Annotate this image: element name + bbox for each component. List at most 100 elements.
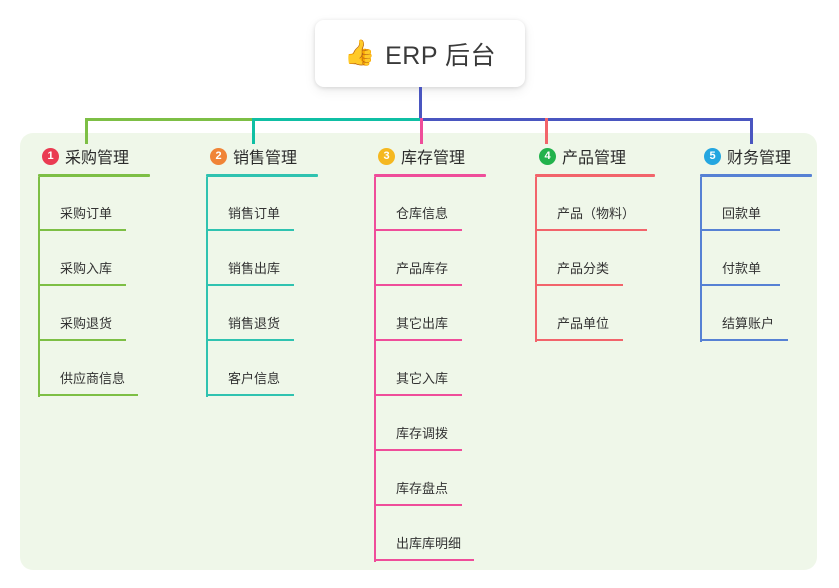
branch-number-badge: 4 bbox=[539, 147, 556, 165]
branch-underline bbox=[38, 174, 150, 177]
branch-item[interactable]: 销售出库 bbox=[206, 232, 318, 287]
branch-item-underline bbox=[374, 559, 474, 561]
branch-column-inventory: 3 库存管理仓库信息产品库存其它出库其它入库库存调拨库存盘点出库库明细 bbox=[374, 144, 486, 562]
branch-item[interactable]: 产品库存 bbox=[374, 232, 486, 287]
branch-item-underline bbox=[374, 504, 462, 506]
branch-item-label: 销售出库 bbox=[228, 261, 281, 276]
branch-item-underline bbox=[206, 394, 294, 396]
branch-items-sales: 销售订单销售出库销售退货客户信息 bbox=[206, 177, 318, 397]
branch-underline bbox=[374, 174, 486, 177]
drop-purchase bbox=[85, 118, 88, 144]
branch-item-label: 出库库明细 bbox=[396, 536, 462, 551]
drop-sales bbox=[252, 118, 255, 144]
branch-item[interactable]: 其它入库 bbox=[374, 342, 486, 397]
bus-blue bbox=[420, 118, 752, 121]
branch-item-underline bbox=[206, 284, 294, 286]
branch-item-underline bbox=[700, 339, 788, 341]
branch-item-underline bbox=[374, 339, 462, 341]
branch-item-underline bbox=[535, 229, 647, 231]
branch-item-label: 销售订单 bbox=[228, 206, 281, 221]
branch-item-underline bbox=[38, 229, 126, 231]
branch-item-label: 销售退货 bbox=[228, 316, 281, 331]
branch-trunk-line bbox=[700, 177, 702, 342]
branch-item[interactable]: 库存调拨 bbox=[374, 397, 486, 452]
branch-trunk-line bbox=[206, 177, 208, 397]
branch-item-label: 采购退货 bbox=[60, 316, 113, 331]
branch-item[interactable]: 付款单 bbox=[700, 232, 812, 287]
root-node-label: ERP 后台 bbox=[385, 41, 497, 70]
branch-item-underline bbox=[38, 339, 126, 341]
branch-header-inventory[interactable]: 3 库存管理 bbox=[374, 144, 486, 168]
branch-item-underline bbox=[700, 229, 780, 231]
branch-item-label: 回款单 bbox=[722, 206, 762, 221]
branch-item-label: 结算账户 bbox=[722, 316, 775, 331]
branch-item-underline bbox=[206, 229, 294, 231]
branch-item-underline bbox=[374, 394, 462, 396]
branch-header-finance[interactable]: 5 财务管理 bbox=[700, 144, 812, 168]
branch-header-purchase[interactable]: 1 采购管理 bbox=[38, 144, 150, 168]
branch-item-label: 采购入库 bbox=[60, 261, 113, 276]
branch-item[interactable]: 仓库信息 bbox=[374, 177, 486, 232]
branch-item[interactable]: 销售退货 bbox=[206, 287, 318, 342]
drop-finance bbox=[750, 118, 753, 144]
thumbs-up-icon: 👍 bbox=[343, 39, 376, 67]
branch-item[interactable]: 采购退货 bbox=[38, 287, 150, 342]
branch-items-finance: 回款单付款单结算账户 bbox=[700, 177, 812, 342]
branch-item[interactable]: 产品（物料） bbox=[535, 177, 655, 232]
branch-item[interactable]: 出库库明细 bbox=[374, 507, 486, 562]
branch-number-badge: 3 bbox=[378, 147, 395, 165]
branch-item-label: 库存盘点 bbox=[396, 481, 449, 496]
branch-item[interactable]: 销售订单 bbox=[206, 177, 318, 232]
branch-number-badge: 5 bbox=[704, 147, 721, 165]
branch-item[interactable]: 结算账户 bbox=[700, 287, 812, 342]
branch-item[interactable]: 采购入库 bbox=[38, 232, 150, 287]
branch-item[interactable]: 其它出库 bbox=[374, 287, 486, 342]
branch-column-purchase: 1 采购管理采购订单采购入库采购退货供应商信息 bbox=[38, 144, 150, 397]
branch-item-label: 其它出库 bbox=[396, 316, 449, 331]
branch-underline bbox=[700, 174, 812, 177]
branch-trunk-line bbox=[38, 177, 40, 397]
branch-number-badge: 1 bbox=[42, 147, 59, 165]
branch-item-label: 付款单 bbox=[722, 261, 762, 276]
branch-item-underline bbox=[374, 449, 462, 451]
branch-title: 库存管理 bbox=[401, 150, 466, 167]
branch-item-label: 产品分类 bbox=[557, 261, 610, 276]
branch-item-underline bbox=[38, 284, 126, 286]
branch-item[interactable]: 客户信息 bbox=[206, 342, 318, 397]
drop-product bbox=[545, 118, 548, 144]
branch-item[interactable]: 库存盘点 bbox=[374, 452, 486, 507]
branch-item[interactable]: 回款单 bbox=[700, 177, 812, 232]
branch-item-label: 产品（物料） bbox=[557, 206, 636, 221]
branch-item[interactable]: 供应商信息 bbox=[38, 342, 150, 397]
branch-item[interactable]: 产品单位 bbox=[535, 287, 655, 342]
bus-teal bbox=[252, 118, 421, 121]
branch-title: 财务管理 bbox=[727, 150, 792, 167]
branch-item-label: 产品单位 bbox=[557, 316, 610, 331]
branch-number-badge: 2 bbox=[210, 147, 227, 165]
branch-item[interactable]: 采购订单 bbox=[38, 177, 150, 232]
branch-item-label: 库存调拨 bbox=[396, 426, 449, 441]
branch-item[interactable]: 产品分类 bbox=[535, 232, 655, 287]
root-node[interactable]: 👍 ERP 后台 bbox=[315, 20, 525, 87]
branch-item-label: 供应商信息 bbox=[60, 371, 126, 386]
drop-inventory bbox=[420, 118, 423, 144]
branch-item-label: 仓库信息 bbox=[396, 206, 449, 221]
branch-underline bbox=[206, 174, 318, 177]
branch-items-product: 产品（物料） 产品分类产品单位 bbox=[535, 177, 655, 342]
branch-item-underline bbox=[535, 339, 623, 341]
branch-title: 采购管理 bbox=[65, 150, 130, 167]
branch-item-underline bbox=[38, 394, 138, 396]
branch-item-label: 客户信息 bbox=[228, 371, 281, 386]
branch-underline bbox=[535, 174, 655, 177]
branch-trunk-line bbox=[535, 177, 537, 342]
branch-items-inventory: 仓库信息产品库存其它出库其它入库库存调拨库存盘点出库库明细 bbox=[374, 177, 486, 562]
branch-item-underline bbox=[700, 284, 780, 286]
branch-item-underline bbox=[374, 284, 462, 286]
branch-column-finance: 5 财务管理回款单付款单结算账户 bbox=[700, 144, 812, 342]
branch-items-purchase: 采购订单采购入库采购退货供应商信息 bbox=[38, 177, 150, 397]
